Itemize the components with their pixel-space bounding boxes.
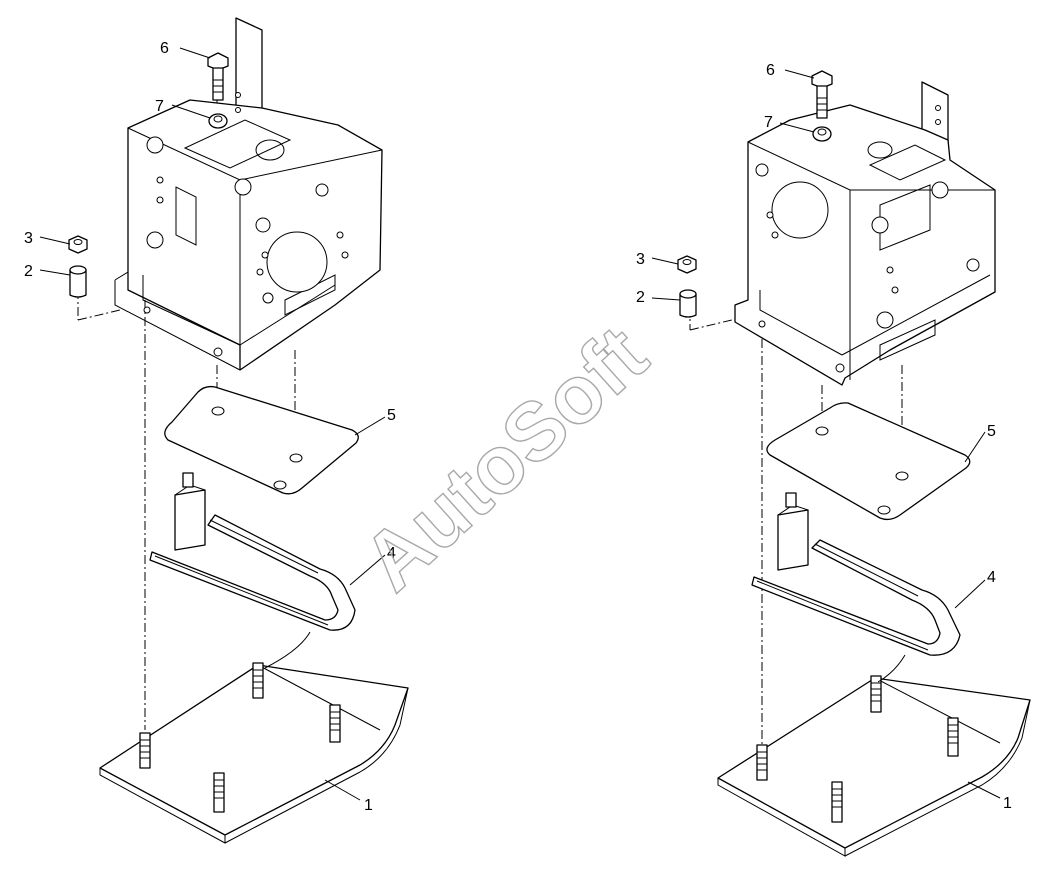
left-spacer (69, 265, 87, 298)
right-studs (756, 675, 959, 823)
right-callout-5: 5 (987, 423, 996, 440)
left-nut (68, 235, 88, 254)
right-callouts: 6 7 3 2 5 4 1 (636, 62, 1012, 812)
left-washer (208, 113, 228, 129)
left-heater-element (149, 472, 356, 631)
autosoft-watermark: AutoSoft (346, 309, 664, 608)
left-callout-3: 3 (24, 230, 33, 247)
right-callout-1: 1 (1003, 795, 1012, 812)
right-callout-7: 7 (764, 114, 773, 131)
left-callout-1: 1 (364, 797, 373, 814)
right-housing (734, 104, 996, 386)
left-gasket (164, 385, 359, 495)
right-bolt (811, 70, 833, 119)
right-nut (677, 255, 697, 274)
left-assembly-view: 6 7 3 2 5 4 1 (24, 17, 409, 844)
right-callout-2: 2 (636, 289, 645, 306)
left-studs (139, 662, 341, 813)
left-callout-4: 4 (387, 545, 396, 562)
right-callout-6: 6 (766, 62, 775, 79)
left-bolt (207, 52, 229, 101)
left-callout-6: 6 (160, 40, 169, 57)
right-washer (812, 126, 832, 142)
left-leader-lines (39, 47, 386, 801)
right-heater-element (751, 492, 961, 656)
right-callout-3: 3 (636, 251, 645, 268)
left-callouts: 6 7 3 2 5 4 1 (24, 40, 396, 814)
right-spacer (679, 289, 697, 318)
right-leader-lines (651, 69, 1001, 799)
right-assembly-view: 6 7 3 2 5 4 1 (636, 62, 1031, 857)
left-housing (114, 92, 383, 371)
left-callout-5: 5 (387, 407, 396, 424)
right-callout-4: 4 (987, 569, 996, 586)
left-callout-2: 2 (24, 263, 33, 280)
right-gasket (766, 402, 971, 521)
left-callout-7: 7 (155, 98, 164, 115)
